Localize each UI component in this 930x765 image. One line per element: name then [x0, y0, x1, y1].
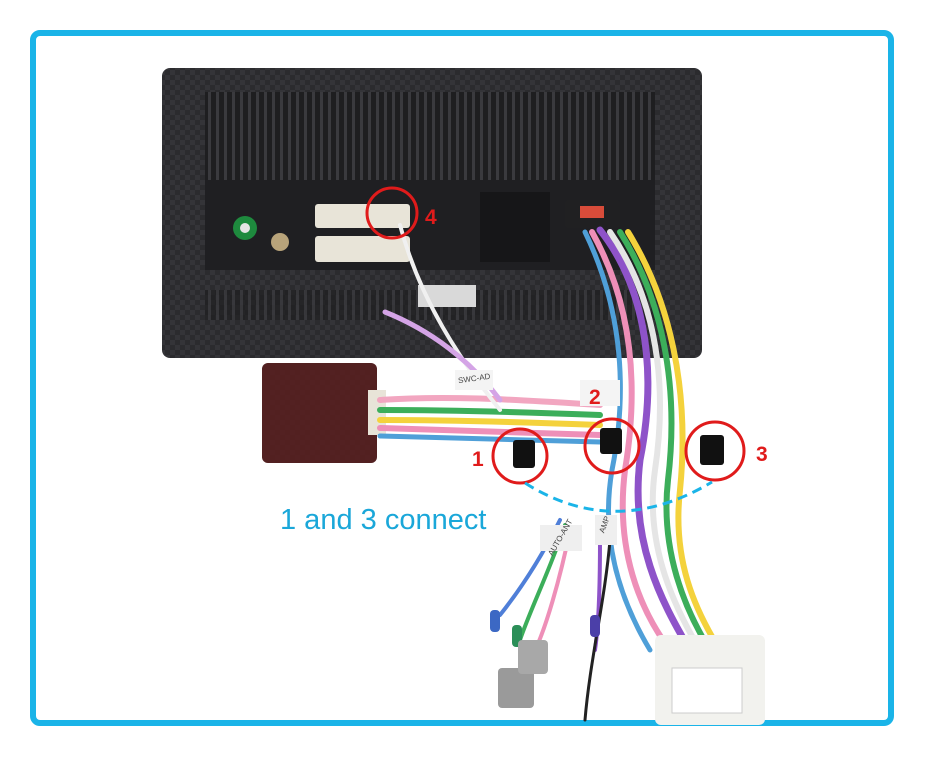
marker-circle-4: [365, 186, 419, 240]
marker-label-2: 2: [589, 386, 601, 409]
main-harness-plug: [655, 635, 765, 725]
marker-label-4: 4: [425, 206, 437, 229]
tag-swc: [455, 370, 493, 390]
can-box: [262, 363, 386, 463]
grey-connectors: [498, 640, 548, 708]
marker-label-3: 3: [756, 443, 768, 466]
marker-circle-2: [583, 417, 641, 475]
plug-3: [700, 435, 724, 465]
plug-1: [513, 440, 535, 468]
tag-auto-ant: [540, 525, 582, 551]
plug-2: [600, 428, 622, 454]
marker-circle-3: [684, 420, 746, 482]
connection-dashed-line: [524, 480, 713, 513]
connection-caption: 1 and 3 connect: [280, 504, 487, 536]
tag-small: [580, 380, 620, 406]
marker-circle-1: [491, 427, 549, 485]
marker-label-1: 1: [472, 448, 484, 471]
tag-amp: [595, 515, 617, 545]
